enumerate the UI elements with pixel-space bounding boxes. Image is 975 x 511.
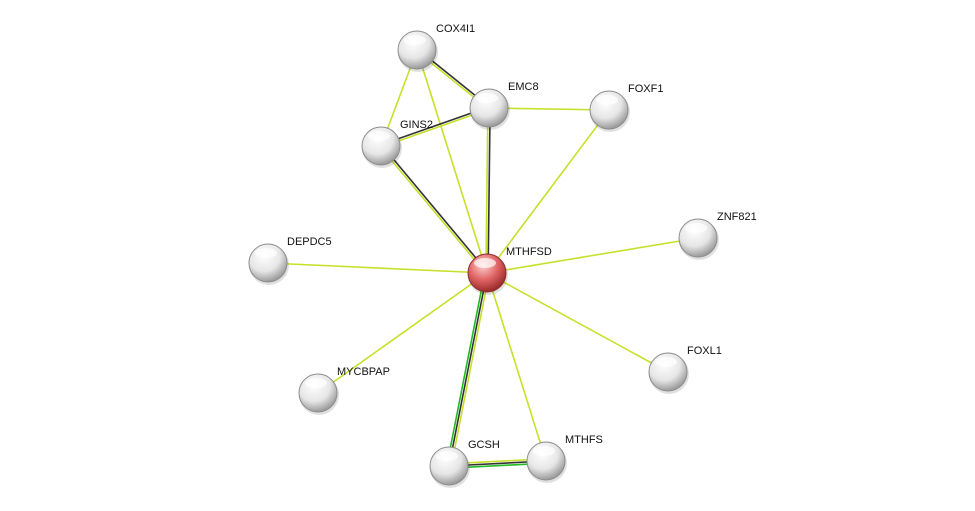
node-highlight [655,357,677,367]
node-mycbpap[interactable]: MYCBPAP [298,366,390,415]
node-label: FOXF1 [628,83,663,95]
node-label: ZNF821 [717,211,757,223]
node-highlight [305,378,327,388]
node-highlight [476,93,498,103]
edge-emc8-mthfsd[interactable] [485,107,491,274]
node-highlight [404,35,426,45]
edge-channel-textmining [450,273,490,467]
edge-depdc5-mthfsd[interactable] [267,262,488,274]
edge-channel-coexpression [381,144,489,273]
edge-mthfs-mthfsd[interactable] [486,272,547,462]
edge-foxf1-mthfsd[interactable] [486,109,610,274]
node-label: EMC8 [508,81,539,93]
node-depdc5[interactable]: DEPDC5 [248,236,332,285]
node-highlight [533,446,555,456]
node-foxf1[interactable]: FOXF1 [589,83,663,132]
edge-channel-coexpression [448,272,488,467]
edge-znf821-mthfsd[interactable] [486,237,699,274]
node-gcsh[interactable]: GCSH [429,439,500,488]
edge-gcsh-mthfsd[interactable] [446,272,490,467]
edge-channel-textmining [486,272,547,462]
node-highlight [474,258,496,268]
edge-mycbpap-mthfsd[interactable] [317,272,488,394]
node-highlight [255,248,277,258]
node-label: MYCBPAP [337,366,390,378]
node-label: DEPDC5 [287,236,332,248]
node-mthfs[interactable]: MTHFS [526,434,603,483]
edge-channel-textmining [267,262,488,274]
node-znf821[interactable]: ZNF821 [678,211,757,260]
node-label: MTHFS [565,434,603,446]
node-highlight [685,223,707,233]
edge-channel-textmining [486,237,699,274]
edge-channel-textmining [486,109,610,274]
node-cox4i1[interactable]: COX4I1 [397,23,475,72]
node-label: COX4I1 [436,23,475,35]
edge-channel-textmining [416,49,488,274]
edge-gins2-mthfsd[interactable] [379,144,489,275]
node-foxl1[interactable]: FOXL1 [648,345,722,394]
edge-channel-textmining [486,272,669,373]
edge-emc8-foxf1[interactable] [488,107,610,111]
node-label: FOXL1 [687,345,722,357]
node-label: GINS2 [400,119,433,131]
node-mthfsd[interactable]: MTHFSD [467,246,552,295]
edge-cox4i1-mthfsd[interactable] [416,49,488,274]
edge-channel-textmining [317,272,488,394]
edge-channel-database [446,272,486,466]
edge-channel-coexpression [487,108,491,274]
node-highlight [436,451,458,461]
edge-channel-textmining [379,146,487,275]
node-gins2[interactable]: GINS2 [361,119,433,168]
edge-channel-textmining [488,107,610,111]
node-highlight [596,95,618,105]
node-label: MTHFSD [506,246,552,258]
node-highlight [368,131,390,141]
node-emc8[interactable]: EMC8 [469,81,539,130]
edge-foxl1-mthfsd[interactable] [486,272,669,373]
node-label: GCSH [468,439,500,451]
edge-channel-textmining [485,107,489,273]
